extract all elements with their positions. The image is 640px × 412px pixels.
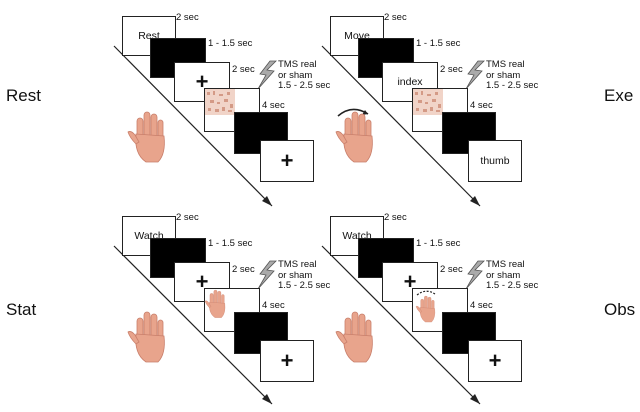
tms-line-3: 1.5 - 2.5 sec [278,80,331,91]
blank-duration: 1 - 1.5 sec [208,38,253,49]
hand-image [335,311,373,363]
condition-label-exe: Exe [604,86,634,105]
cue-duration: 2 sec [384,212,407,223]
condition-label-stat: Stat [6,300,37,319]
blank-duration: 1 - 1.5 sec [416,38,461,49]
lightning-bolt-icon [465,60,485,90]
end-fixation-frame: + [260,140,314,182]
scrambled-hand-image [205,89,235,115]
tms-label: TMS real or sham 1.5 - 2.5 sec [278,59,331,92]
fixation-cross: + [280,348,294,373]
tms-line-1: TMS real [486,259,525,270]
tms-line-3: 1.5 - 2.5 sec [486,80,539,91]
cue-duration: 2 sec [384,12,407,23]
condition-label-obs: Obs [604,300,636,319]
fixation-duration: 2 sec [440,64,463,75]
stimulus-frame [204,288,260,332]
tms-line-2: or sham [278,69,313,81]
tms-line-1: TMS real [278,259,317,270]
tms-label: TMS real or sham 1.5 - 2.5 sec [486,259,539,292]
fixation-duration: 2 sec [440,264,463,275]
tms-label: TMS real or sham 1.5 - 2.5 sec [278,259,331,292]
tms-line-3: 1.5 - 2.5 sec [486,280,539,291]
end-fixation-frame: + [468,340,522,382]
tms-line-2: or sham [278,269,313,281]
tms-line-1: TMS real [278,59,317,70]
fixation-cross: + [403,269,417,294]
scrambled-hand-image [413,89,443,115]
timeline-arrow [321,45,481,207]
tms-line-3: 1.5 - 2.5 sec [278,280,331,291]
timeline-arrow [113,245,273,405]
panel-exe: Move 2 sec 1 - 1.5 sec index 2 sec TMS r… [318,8,618,212]
blank-duration: 1 - 1.5 sec [416,238,461,249]
fixation-cross: + [195,69,209,94]
stimulus-duration: 4 sec [470,300,493,311]
fixation-cross: + [280,148,294,173]
stimulus-duration: 4 sec [262,300,285,311]
fixation-duration: 2 sec [232,64,255,75]
timeline-arrow [321,245,481,405]
condition-label-rest: Rest [6,86,41,105]
lightning-bolt-icon [257,60,277,90]
fixation-cross: + [488,348,502,373]
static-hand-image [204,289,226,318]
tms-line-1: TMS real [486,59,525,70]
fixation-cross: + [195,269,209,294]
tms-line-2: or sham [486,69,521,81]
finger-response-frame: thumb [468,140,522,182]
fixation-frame: + [382,262,438,302]
panel-rest: Rest 2 sec 1 - 1.5 sec + 2 sec TMS real … [110,8,410,212]
panel-stat: Watch 2 sec 1 - 1.5 sec + 2 sec TMS real… [110,208,410,412]
finger-response-text: thumb [480,155,510,167]
moving-hand-image [335,108,373,163]
stimulus-frame [412,288,468,332]
panel-obs: Watch 2 sec 1 - 1.5 sec + 2 sec TMS real… [318,208,618,412]
stimulus-frame [412,88,468,132]
cue-duration: 2 sec [176,12,199,23]
lightning-bolt-icon [257,260,277,290]
moving-hand-video-image [415,290,436,323]
hand-image [127,311,165,363]
blank-duration: 1 - 1.5 sec [208,238,253,249]
finger-cue-text: index [397,76,423,88]
tms-line-2: or sham [486,269,521,281]
stimulus-duration: 4 sec [262,100,285,111]
timeline-arrow [113,45,273,207]
lightning-bolt-icon [465,260,485,290]
hand-image [127,111,165,163]
fixation-duration: 2 sec [232,264,255,275]
cue-duration: 2 sec [176,212,199,223]
end-fixation-frame: + [260,340,314,382]
fixation-frame: + [174,62,230,102]
tms-label: TMS real or sham 1.5 - 2.5 sec [486,59,539,92]
stimulus-duration: 4 sec [470,100,493,111]
